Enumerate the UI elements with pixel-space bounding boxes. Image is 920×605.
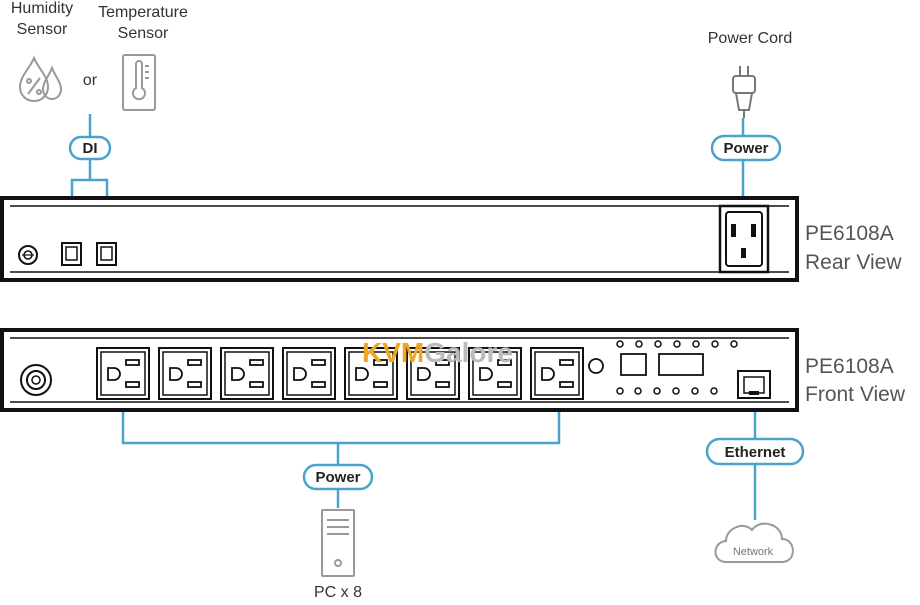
outlet bbox=[282, 347, 336, 400]
temperature-sensor-label-line1: Temperature bbox=[98, 4, 188, 21]
rear-view-label: Rear View bbox=[805, 251, 902, 274]
watermark-part1: KVM bbox=[362, 337, 424, 368]
led-indicator bbox=[673, 340, 681, 348]
rear-panel bbox=[0, 196, 799, 282]
network-label: Network bbox=[733, 546, 774, 558]
led-indicator bbox=[635, 340, 643, 348]
led-indicator bbox=[634, 387, 642, 395]
outlet-group bbox=[96, 347, 584, 400]
outlet bbox=[468, 347, 522, 400]
power-cord-label: Power Cord bbox=[708, 30, 792, 47]
humidity-icon bbox=[18, 55, 63, 103]
outlet bbox=[406, 347, 460, 400]
sensor-port-2 bbox=[96, 242, 117, 266]
reset-button bbox=[588, 358, 604, 374]
display-window-1 bbox=[620, 353, 647, 376]
led-row-bottom bbox=[616, 387, 718, 395]
outlet bbox=[96, 347, 150, 400]
outlet bbox=[530, 347, 584, 400]
display-window-2 bbox=[658, 353, 704, 376]
outlet bbox=[344, 347, 398, 400]
power-cord-pill-label: Power bbox=[723, 140, 768, 157]
ethernet-pill: Ethernet bbox=[705, 437, 805, 466]
pc-power-pill: Power bbox=[302, 463, 374, 491]
watermark-part2: Galore bbox=[424, 337, 513, 368]
ground-screw-icon bbox=[18, 245, 38, 265]
led-indicator bbox=[692, 340, 700, 348]
led-indicator bbox=[730, 340, 738, 348]
or-label: or bbox=[83, 72, 98, 89]
network-cloud-icon: Network bbox=[714, 522, 794, 563]
led-indicator bbox=[691, 387, 699, 395]
front-model-label: PE6108A bbox=[805, 355, 894, 378]
led-indicator bbox=[616, 340, 624, 348]
connector-lines bbox=[70, 114, 757, 520]
rear-model-label: PE6108A bbox=[805, 222, 894, 245]
pc-tower-icon bbox=[321, 509, 355, 577]
power-switch bbox=[20, 364, 52, 396]
sensor-port-1 bbox=[61, 242, 82, 266]
led-indicator bbox=[616, 387, 624, 395]
outlet bbox=[220, 347, 274, 400]
led-indicator bbox=[710, 387, 718, 395]
led-indicator bbox=[711, 340, 719, 348]
front-view-label: Front View bbox=[805, 383, 906, 406]
control-display-area bbox=[588, 340, 771, 399]
outlet bbox=[158, 347, 212, 400]
di-pill: DI bbox=[68, 135, 112, 161]
di-label: DI bbox=[83, 140, 98, 157]
front-panel: KVMGalore bbox=[0, 328, 799, 412]
watermark: KVMGalore bbox=[362, 337, 513, 368]
pc-label: PC x 8 bbox=[314, 584, 362, 600]
power-plug-icon bbox=[732, 66, 756, 118]
led-indicator bbox=[654, 340, 662, 348]
humidity-sensor-label-line2: Sensor bbox=[17, 21, 68, 38]
ethernet-port bbox=[737, 370, 771, 399]
power-inlet bbox=[718, 204, 770, 274]
outlets-bus-line bbox=[121, 398, 561, 445]
led-row-top bbox=[616, 340, 738, 348]
led-indicator bbox=[653, 387, 661, 395]
humidity-sensor-label-line1: Humidity bbox=[11, 0, 73, 17]
ethernet-pill-label: Ethernet bbox=[725, 444, 786, 461]
power-cord-pill: Power bbox=[710, 134, 782, 162]
temperature-sensor-label-line2: Sensor bbox=[118, 25, 169, 42]
led-indicator bbox=[672, 387, 680, 395]
thermometer-icon bbox=[122, 54, 156, 111]
pc-power-pill-label: Power bbox=[315, 469, 360, 486]
